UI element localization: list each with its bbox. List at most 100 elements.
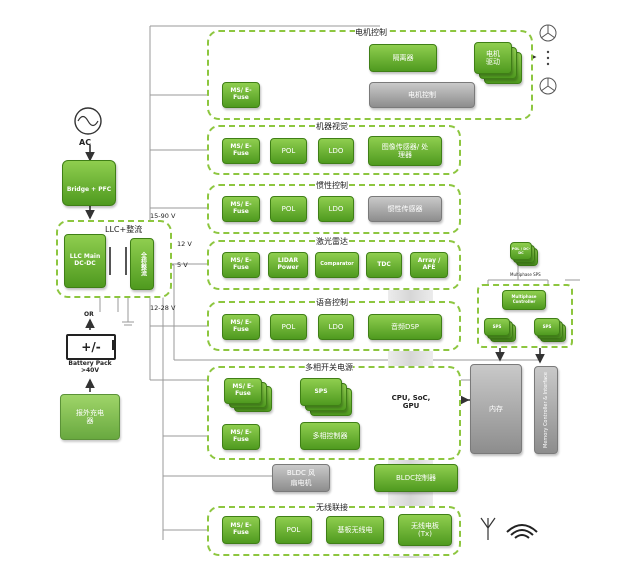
inertial-sensor-label: 惯性传感器 <box>387 205 423 213</box>
motor-control-title: 电机控制 <box>355 27 387 38</box>
memory-controller-label: Memory Controller & Interface <box>543 372 549 448</box>
isolator-label: 隔离器 <box>392 53 414 62</box>
inertia-efuse-label: MS/ E-Fuse <box>230 201 252 215</box>
vision-pol-block[interactable]: POL <box>270 138 307 164</box>
multiphase-controller-block[interactable]: 多相控制器 <box>300 422 360 450</box>
inertia-ldo-label: LDO <box>328 204 344 213</box>
multiphase-controller-small-block[interactable]: Multiphase Controller <box>502 290 546 310</box>
sps2-block[interactable]: SPS <box>534 318 560 336</box>
audio-dsp-block[interactable]: 音频DSP <box>368 314 442 340</box>
memory-controller-block[interactable]: Memory Controller & Interface <box>534 366 558 454</box>
baseband-radio-block[interactable]: 基板无线电 <box>326 516 384 544</box>
voice-ldo-block[interactable]: LDO <box>318 314 354 340</box>
voice-pol-label: POL <box>281 322 296 331</box>
multiphase-controller-small-label: Multiphase Controller <box>511 294 537 304</box>
inertia-pol-block[interactable]: POL <box>270 196 307 222</box>
voltage-12-28: 12-28 V <box>150 304 176 312</box>
vision-title: 机器视觉 <box>316 121 348 132</box>
battery-icon: +/- <box>66 334 116 360</box>
baseband-radio-label: 基板无线电 <box>337 525 373 534</box>
sps-label: SPS <box>314 387 328 395</box>
voltage-5: 5 V <box>177 261 188 269</box>
cpu-label: CPU, SoC, GPU <box>391 394 431 410</box>
vision-ldo-label: LDO <box>328 146 344 155</box>
tdc-block[interactable]: TDC <box>366 252 402 278</box>
lidar-power-label: LIDAR Power <box>277 257 299 271</box>
sps-block[interactable]: SPS <box>300 378 342 406</box>
multiphase-efuse2-block[interactable]: MS/ E-Fuse <box>222 424 260 450</box>
battery-label: Battery Pack >40V <box>68 360 112 374</box>
llc-group-title: LLC+整流 <box>105 225 143 234</box>
voice-efuse-block[interactable]: MS/ E-Fuse <box>222 314 260 340</box>
wireless-efuse-block[interactable]: MS/ E-Fuse <box>222 516 260 544</box>
array-afe-label: Array / AFE <box>417 257 441 271</box>
lidar-efuse-label: MS/ E-Fuse <box>230 257 252 271</box>
multiphase-efuse-label: MS/ E-Fuse <box>232 383 254 397</box>
audio-dsp-label: 音频DSP <box>390 322 420 331</box>
multiphase-efuse-block[interactable]: MS/ E-Fuse <box>224 378 262 404</box>
external-charger-label: 报外充电器 <box>76 408 104 425</box>
multiphase-efuse2-label: MS/ E-Fuse <box>230 429 252 443</box>
multiphase-sps-label: Multiphase SPS <box>510 272 541 277</box>
transformer-icon <box>109 247 127 275</box>
bldc-fan-motor-block[interactable]: BLDC 风扇电机 <box>272 464 330 492</box>
top-pol-block[interactable]: POL / DC-DC <box>510 242 532 260</box>
sps1-label: SPS <box>492 323 502 329</box>
llc-main-label: LLC Main DC-DC <box>69 253 101 267</box>
inertia-ldo-block[interactable]: LDO <box>318 196 354 222</box>
lidar-efuse-block[interactable]: MS/ E-Fuse <box>222 252 260 278</box>
image-sensor-label: 图像传感器/ 处理器 <box>381 142 429 159</box>
motor-controller-block[interactable]: 电机控制 <box>369 82 475 108</box>
voltage-15-90: 15-90 V <box>150 212 176 220</box>
bldc-fan-motor-label: BLDC 风扇电机 <box>286 469 316 487</box>
fan-icons <box>539 24 557 95</box>
ac-label: AC <box>79 138 92 147</box>
sps1-block[interactable]: SPS <box>484 318 510 336</box>
vision-ldo-block[interactable]: LDO <box>318 138 354 164</box>
motor-controller-label: 电机控制 <box>408 91 436 99</box>
vision-efuse-block[interactable]: MS/ E-Fuse <box>222 138 260 164</box>
rectifier-block[interactable]: 全桥整流 <box>130 238 154 290</box>
bldc-controller-label: BLDC控制器 <box>396 473 436 482</box>
inertia-pol-label: POL <box>281 204 296 213</box>
comparator-block[interactable]: Comparator <box>315 252 359 278</box>
bridge-pfc-block[interactable]: Bridge + PFC <box>62 160 116 206</box>
inertia-efuse-block[interactable]: MS/ E-Fuse <box>222 196 260 222</box>
sps2-label: SPS <box>542 323 552 329</box>
isolator-block[interactable]: 隔离器 <box>369 44 437 72</box>
lidar-title: 激光雷达 <box>316 236 348 247</box>
comparator-label: Comparator <box>320 261 354 268</box>
external-charger-block[interactable]: 报外充电器 <box>60 394 120 440</box>
radio-tx-block[interactable]: 无线电板 (Tx) <box>398 514 452 546</box>
antenna-icon <box>480 517 496 540</box>
wireless-pol-block[interactable]: POL <box>275 516 312 544</box>
vision-efuse-label: MS/ E-Fuse <box>230 143 252 157</box>
motor-efuse-block[interactable]: MS/ E-Fuse <box>222 82 260 108</box>
array-afe-block[interactable]: Array / AFE <box>410 252 448 278</box>
voice-pol-block[interactable]: POL <box>270 314 307 340</box>
multiphase-title: 多相开关电源 <box>305 362 353 373</box>
voltage-12: 12 V <box>177 240 192 248</box>
top-pol-label: POL / DC-DC <box>511 246 531 255</box>
bldc-controller-block[interactable]: BLDC控制器 <box>374 464 458 492</box>
memory-label: 内存 <box>489 405 503 413</box>
rectifier-label: 全桥整流 <box>139 252 147 276</box>
inertial-sensor-block[interactable]: 惯性传感器 <box>368 196 442 222</box>
wireless-pol-label: POL <box>286 525 301 534</box>
bridge-pfc-label: Bridge + PFC <box>66 185 112 193</box>
voice-title: 语音控制 <box>316 297 348 308</box>
wireless-efuse-label: MS/ E-Fuse <box>230 522 252 536</box>
tdc-label: TDC <box>377 260 391 268</box>
motor-driver-block[interactable]: 电机 驱动 <box>474 42 512 74</box>
image-sensor-block[interactable]: 图像传感器/ 处理器 <box>368 136 442 166</box>
memory-block[interactable]: 内存 <box>470 364 522 454</box>
inertia-title: 惯性控制 <box>316 180 348 191</box>
llc-main-block[interactable]: LLC Main DC-DC <box>64 234 106 288</box>
voice-efuse-label: MS/ E-Fuse <box>230 319 252 333</box>
or-label: OR <box>84 311 94 318</box>
wireless-title: 无线联接 <box>316 502 348 513</box>
motor-efuse-label: MS/ E-Fuse <box>230 87 252 101</box>
motor-driver-label: 电机 驱动 <box>486 49 500 66</box>
lidar-power-block[interactable]: LIDAR Power <box>268 252 308 278</box>
voice-ldo-label: LDO <box>328 322 344 331</box>
